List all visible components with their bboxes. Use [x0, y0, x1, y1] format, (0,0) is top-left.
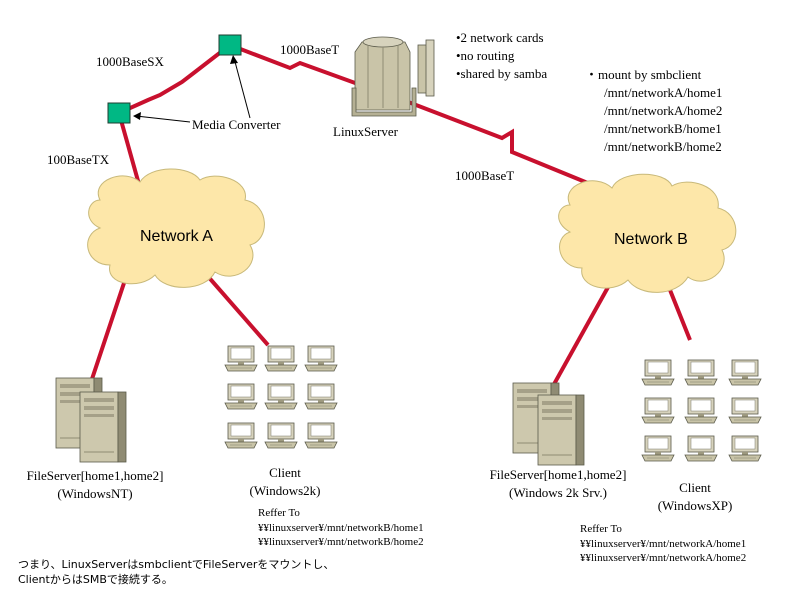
client-b-workstations — [641, 359, 762, 462]
network-a-cloud — [87, 168, 265, 288]
linux-server-label: LinuxServer — [333, 124, 398, 139]
mount-item: /mnt/networkB/home1 — [604, 121, 722, 136]
refer-b-list: ¥¥linuxserver¥/mnt/networkA/home1 ¥¥linu… — [580, 537, 746, 565]
summary-note-line: ClientからはSMBで接続する。 — [18, 573, 173, 586]
server-bullet: •shared by samba — [456, 66, 548, 81]
refer-b-item: ¥¥linuxserver¥/mnt/networkA/home2 — [580, 552, 747, 564]
mount-item: /mnt/networkA/home2 — [604, 103, 723, 118]
client-b-os: (WindowsXP) — [657, 498, 733, 513]
fileserver-a-icon — [55, 377, 127, 463]
network-a-label: Network A — [140, 228, 213, 245]
client-a-label: Client (Windows2k) — [230, 464, 340, 500]
link-server-network-b — [389, 93, 601, 190]
server-bullets: •2 network cards •no routing •shared by … — [456, 29, 547, 83]
link-network-a-fileserver — [88, 279, 127, 386]
network-b-label: Network B — [614, 231, 688, 248]
mount-title: ・mount by smbclient — [585, 67, 702, 82]
fileserver-b-os: (Windows 2k Srv.) — [509, 485, 607, 500]
link-label-1000basesx: 1000BaseSX — [96, 54, 164, 69]
client-b-name: Client — [679, 480, 711, 495]
link-label-100basetx: 100BaseTX — [47, 152, 110, 167]
media-converter-label: Media Converter — [192, 117, 281, 132]
link-label-1000baset-right: 1000BaseT — [455, 168, 515, 183]
media-converter-top — [218, 34, 242, 56]
summary-note: つまり、LinuxServerはsmbclientでFileServerをマウン… — [18, 557, 334, 587]
link-network-b-client — [666, 284, 692, 341]
media-converter-arrows — [133, 55, 251, 123]
refer-a-title: Reffer To — [258, 507, 300, 519]
client-a-os: (Windows2k) — [249, 483, 321, 498]
mount-list: /mnt/networkA/home1 /mnt/networkA/home2 … — [604, 84, 722, 156]
refer-b-title: Reffer To — [580, 523, 622, 535]
link-label-1000baset-top: 1000BaseT — [280, 42, 340, 57]
fileserver-a-os: (WindowsNT) — [57, 486, 133, 501]
fileserver-a-label: FileServer[home1,home2] (WindowsNT) — [5, 467, 185, 503]
link-media-converters — [118, 43, 232, 115]
link-converter-network-a — [117, 112, 142, 189]
mount-item: /mnt/networkA/home1 — [604, 85, 723, 100]
linux-server-icon — [351, 36, 435, 117]
refer-b-item: ¥¥linuxserver¥/mnt/networkA/home1 — [580, 538, 747, 550]
link-converter-server — [229, 43, 381, 94]
mount-item: /mnt/networkB/home2 — [604, 139, 722, 154]
client-a-workstations — [224, 345, 338, 449]
refer-a-item: ¥¥linuxserver¥/mnt/networkB/home2 — [258, 536, 424, 548]
server-bullet: •2 network cards — [456, 30, 544, 45]
client-b-label: Client (WindowsXP) — [640, 479, 750, 515]
refer-a-item: ¥¥linuxserver¥/mnt/networkB/home1 — [258, 522, 424, 534]
client-a-name: Client — [269, 465, 301, 480]
media-converter-left — [107, 102, 131, 124]
summary-note-line: つまり、LinuxServerはsmbclientでFileServerをマウン… — [18, 558, 335, 571]
fileserver-b-icon — [512, 382, 585, 466]
refer-a-list: ¥¥linuxserver¥/mnt/networkB/home1 ¥¥linu… — [258, 521, 424, 549]
fileserver-b-name: FileServer[home1,home2] — [489, 467, 627, 482]
link-network-b-fileserver — [546, 279, 614, 396]
fileserver-a-name: FileServer[home1,home2] — [26, 468, 164, 483]
server-bullet: •no routing — [456, 48, 515, 63]
fileserver-b-label: FileServer[home1,home2] (Windows 2k Srv.… — [468, 466, 648, 502]
network-b-cloud — [558, 173, 737, 293]
